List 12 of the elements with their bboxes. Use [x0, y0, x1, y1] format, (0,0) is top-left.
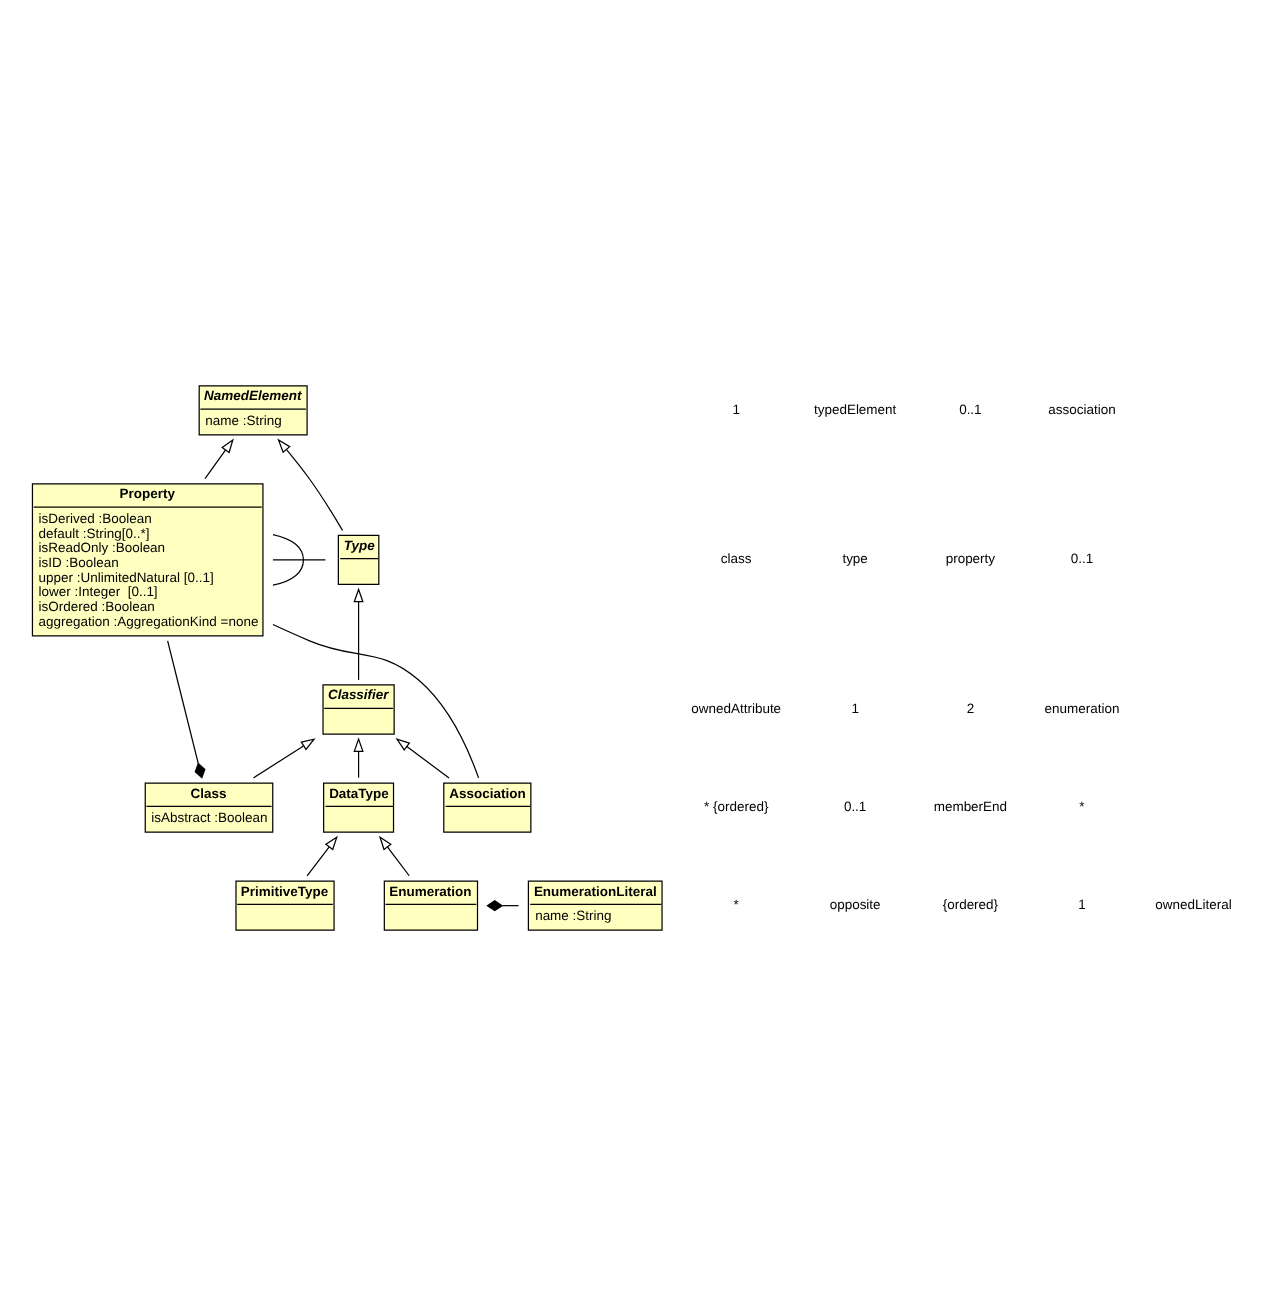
arrow	[277, 438, 344, 531]
arrow	[252, 738, 316, 779]
connector	[167, 640, 206, 779]
connector	[272, 534, 305, 586]
connector	[272, 623, 480, 779]
arrow	[395, 738, 450, 779]
arrow	[306, 835, 338, 877]
arrow	[353, 587, 364, 681]
connector	[272, 559, 327, 561]
arrow	[204, 438, 234, 480]
arrow	[353, 737, 364, 779]
arrow	[378, 835, 410, 877]
